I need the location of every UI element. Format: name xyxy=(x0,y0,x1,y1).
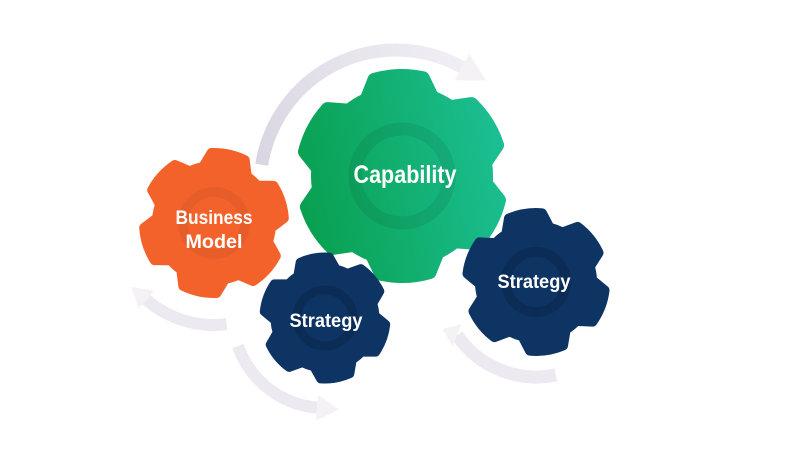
arrow-right-head-icon xyxy=(442,324,462,347)
gear-strategy-center-inner-ring-icon xyxy=(292,285,358,351)
gear-capability-label: Capability xyxy=(354,161,457,189)
arrow-top-head-icon xyxy=(454,53,487,81)
rotation-arrow-right xyxy=(442,324,558,384)
arrow-top-arc xyxy=(255,43,466,166)
arrow-left-arc xyxy=(142,295,228,331)
gear-business-model-inner-ring-icon xyxy=(178,187,250,259)
gear-strategy-center-shape xyxy=(259,252,391,384)
gear-business-model-label-line2: Model xyxy=(186,232,243,253)
rotation-arrow-left xyxy=(131,286,228,331)
rotation-arrow-top xyxy=(255,43,487,166)
gear-business-model: Business Model xyxy=(139,147,289,299)
arrow-bottom-head-icon xyxy=(315,394,339,421)
arrow-bottom-arc xyxy=(232,343,318,414)
gear-strategy-center: Strategy xyxy=(259,252,391,384)
gear-business-model-label-line1: Business xyxy=(176,208,253,229)
gear-strategy-right: Strategy xyxy=(462,208,610,356)
gear-capability: Capability xyxy=(298,69,506,283)
rotation-arrow-bottom xyxy=(232,343,339,421)
gear-strategy-right-shape xyxy=(462,208,610,356)
gear-strategy-right-inner-ring-icon xyxy=(501,247,571,317)
gear-strategy-right-label: Strategy xyxy=(498,272,571,293)
gear-business-model-shape xyxy=(139,147,289,299)
gear-capability-shape xyxy=(298,69,506,283)
gear-capability-inner-ring-icon xyxy=(348,122,456,230)
gear-strategy-center-label: Strategy xyxy=(290,311,363,332)
arrow-right-arc xyxy=(451,331,558,384)
arrow-left-head-icon xyxy=(131,286,155,309)
